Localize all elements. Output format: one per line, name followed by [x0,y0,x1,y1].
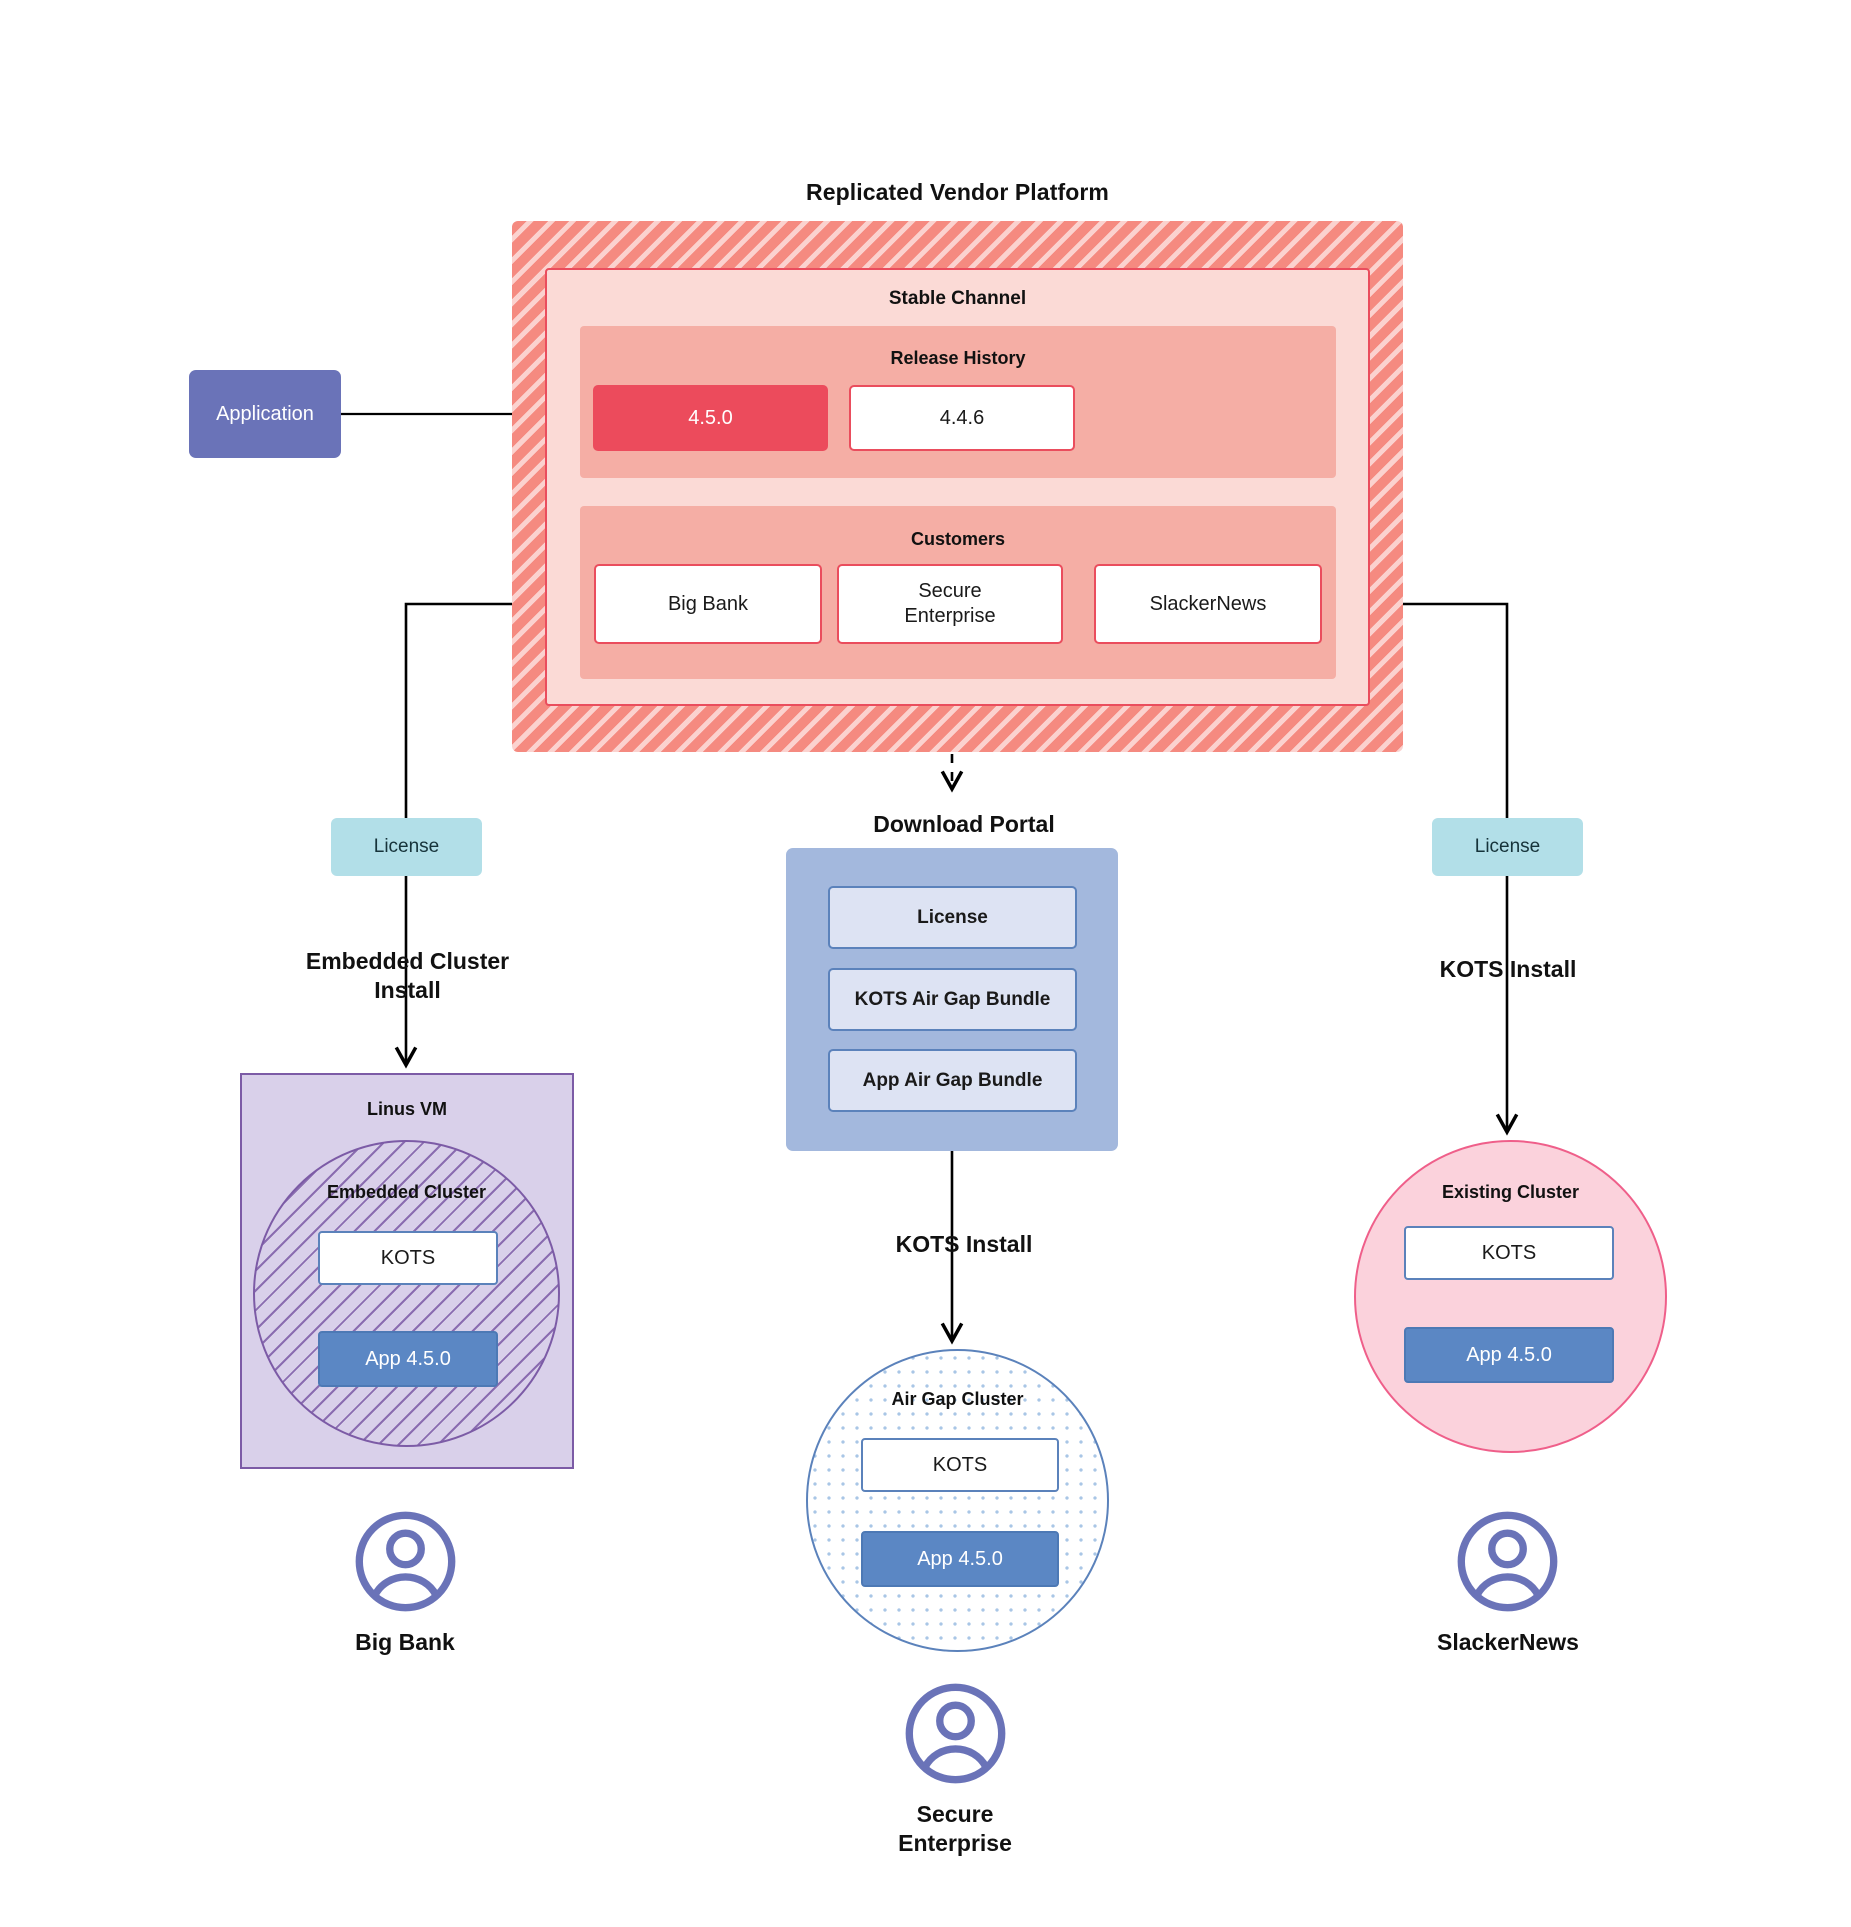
user-avatar-icon [1457,1511,1558,1612]
portal-item-kots-air-gap-bundle[interactable]: KOTS Air Gap Bundle [828,968,1077,1031]
existing-cluster-title: Existing Cluster [1441,1181,1580,1202]
embedded-cluster-title: Embedded Cluster [326,1181,487,1202]
persona-label-big-bank: Big Bank [355,1629,455,1655]
app-node-embedded[interactable]: App 4.5.0 [318,1331,498,1387]
edge-label-kots-install-right: KOTS Install [1439,956,1577,982]
user-avatar-icon [355,1511,456,1612]
existing-cluster-circle [1354,1140,1667,1453]
customers-title: Customers [910,528,1006,549]
license-chip-left[interactable]: License [331,818,482,876]
application-node[interactable]: Application [189,370,341,458]
portal-item-license[interactable]: License [828,886,1077,949]
kots-node-embedded[interactable]: KOTS [318,1231,498,1285]
page-title: Replicated Vendor Platform [806,178,1109,205]
persona-label-slackernews: SlackerNews [1437,1629,1579,1655]
customer-card-slackernews[interactable]: SlackerNews [1094,564,1322,644]
download-portal-title: Download Portal [873,811,1055,837]
kots-node-airgap[interactable]: KOTS [861,1438,1059,1492]
user-avatar-icon [905,1683,1006,1784]
app-node-airgap[interactable]: App 4.5.0 [861,1531,1059,1587]
linus-vm-title: Linus VM [367,1098,447,1119]
release-history-title: Release History [890,347,1026,368]
release-card-current[interactable]: 4.5.0 [593,385,828,451]
release-card-previous[interactable]: 4.4.6 [849,385,1075,451]
app-node-existing[interactable]: App 4.5.0 [1404,1327,1614,1383]
air-gap-cluster-title: Air Gap Cluster [891,1388,1024,1409]
customer-card-big-bank[interactable]: Big Bank [594,564,822,644]
embedded-cluster-circle [253,1140,560,1447]
kots-node-existing[interactable]: KOTS [1404,1226,1614,1280]
edge-label-kots-install-middle: KOTS Install [895,1231,1033,1257]
portal-item-app-air-gap-bundle[interactable]: App Air Gap Bundle [828,1049,1077,1112]
license-chip-right[interactable]: License [1432,818,1583,876]
stable-channel-title: Stable Channel [888,288,1027,309]
air-gap-cluster-circle [806,1349,1109,1652]
